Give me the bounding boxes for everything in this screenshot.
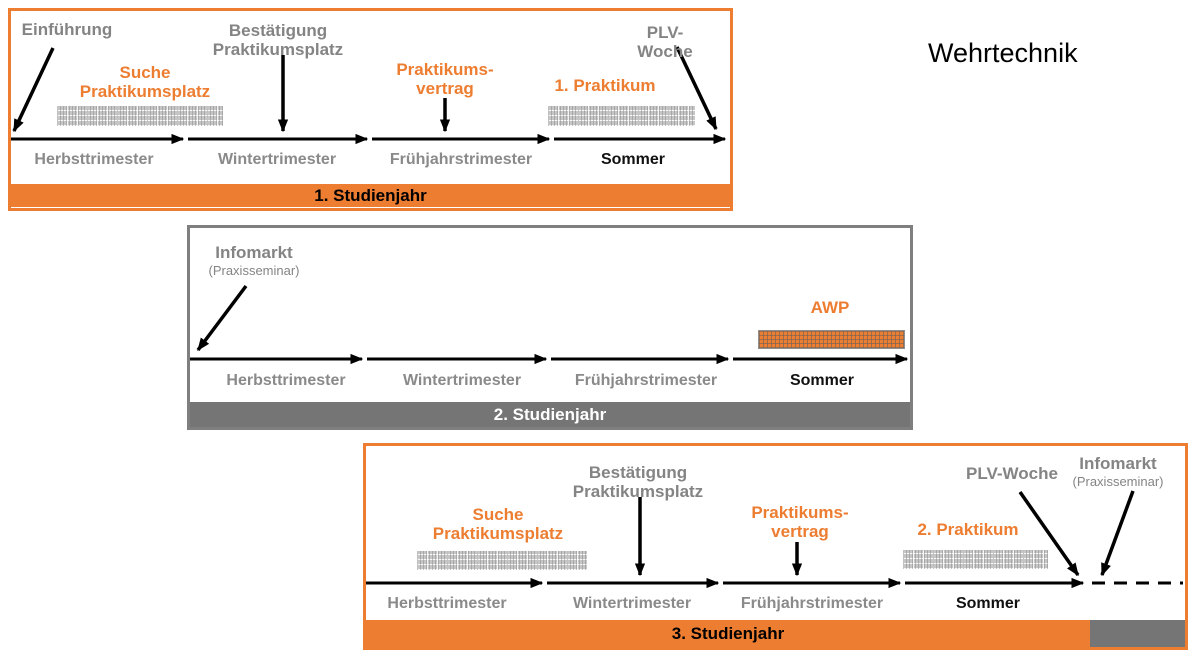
trimester-label-sommer: Sommer	[955, 595, 1021, 612]
year-2-timeline-arrows	[190, 284, 909, 365]
praktikum-period-bar	[548, 106, 695, 126]
event-label-bestaetigung: Bestätigung Praktikumsplatz	[212, 21, 344, 59]
suche-period-bar	[57, 106, 223, 126]
year-3-band: 3. Studienjahr	[366, 620, 1090, 647]
trimester-label-herbst: Herbsttrimester	[387, 595, 507, 612]
event-label-infomarkt: Infomarkt	[1079, 454, 1157, 473]
event-sublabel-praxisseminar: (Praxisseminar)	[1072, 474, 1164, 489]
trimester-label-fruehjahr: Frühjahrstrimester	[389, 151, 533, 168]
trimester-label-winter: Wintertrimester	[572, 595, 692, 612]
trimester-label-fruehjahr: Frühjahrstrimester	[574, 372, 718, 389]
event-label-awp: AWP	[810, 298, 850, 317]
year-3-band-gray-tail	[1090, 620, 1185, 647]
event-label-infomarkt: Infomarkt	[215, 243, 293, 262]
praktikum-period-bar	[903, 550, 1048, 569]
event-sublabel-praxisseminar: (Praxisseminar)	[208, 263, 300, 278]
year-1-timeline-arrows	[11, 46, 727, 145]
trimester-label-winter: Wintertrimester	[217, 151, 337, 168]
trimester-label-fruehjahr: Frühjahrstrimester	[740, 595, 884, 612]
event-label-bestaetigung: Bestätigung Praktikumsplatz	[572, 463, 704, 501]
year-3-panel: Suche Praktikumsplatz Bestätigung Prakti…	[363, 443, 1188, 650]
event-label-suche-praktikumsplatz: Suche Praktikumsplatz	[432, 505, 564, 543]
event-label-praktikum-2: 2. Praktikum	[917, 520, 1019, 539]
trimester-label-herbst: Herbsttrimester	[34, 151, 154, 168]
year-2-panel: Infomarkt (Praxisseminar) AWP Herbsttrim…	[187, 225, 913, 430]
plv-arrow	[675, 46, 718, 131]
trimester-label-winter: Wintertrimester	[402, 372, 522, 389]
year-2-band: 2. Studienjahr	[190, 402, 910, 427]
event-label-suche-praktikumsplatz: Suche Praktikumsplatz	[79, 63, 211, 101]
event-label-praktikumsvertrag: Praktikums- vertrag	[396, 60, 494, 98]
year-1-band: 1. Studienjahr	[11, 184, 730, 207]
plv-arrow	[1018, 490, 1080, 577]
event-label-praktikumsvertrag: Praktikums- vertrag	[751, 503, 849, 541]
trimester-label-sommer: Sommer	[600, 151, 666, 168]
year-1-panel: Einführung Suche Praktikumsplatz Bestäti…	[8, 8, 733, 211]
event-label-praktikum-1: 1. Praktikum	[554, 76, 656, 95]
einfuehrung-arrow	[12, 47, 55, 133]
awp-period-bar	[758, 330, 905, 349]
trimester-label-sommer: Sommer	[789, 372, 855, 389]
page-title: Wehrtechnik	[928, 38, 1078, 68]
year-3-timeline-arrows	[366, 490, 1183, 589]
trimester-label-herbst: Herbsttrimester	[226, 372, 346, 389]
infomarkt-arrow	[196, 284, 248, 352]
infomarkt-arrow	[1100, 490, 1135, 577]
event-label-einfuehrung: Einführung	[21, 20, 113, 39]
event-label-plv-woche: PLV-Woche	[966, 464, 1058, 483]
suche-period-bar	[417, 551, 587, 570]
event-label-plv-woche: PLV-Woche	[637, 23, 693, 61]
